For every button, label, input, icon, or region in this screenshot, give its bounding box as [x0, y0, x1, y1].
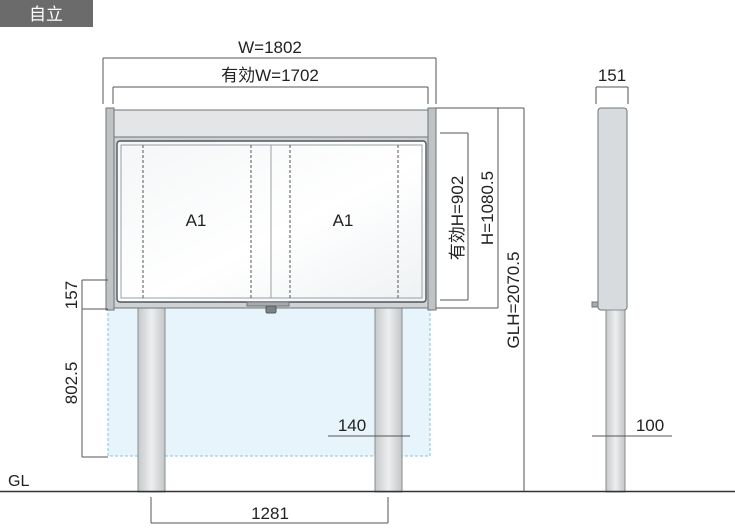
panel-right-label: A1 [333, 211, 354, 230]
badge-box [0, 0, 93, 27]
left-post [137, 305, 166, 493]
side-depth-label: 151 [598, 66, 626, 85]
lock-plate [246, 301, 290, 307]
display-cabinet: A1 A1 [105, 107, 437, 314]
post-width-front-label: 140 [338, 416, 366, 435]
ground-label: GL [8, 473, 29, 490]
side-latch [591, 301, 599, 308]
cabinet-left-end [105, 107, 115, 311]
effective-height-label: 有効H=902 [448, 176, 467, 261]
overall-width-label: W=1802 [238, 38, 302, 57]
side-post [605, 309, 626, 493]
panel-left-label: A1 [186, 211, 207, 230]
cabinet-right-end [427, 107, 437, 311]
post-spacing-label: 1281 [251, 504, 289, 523]
cabinet-header [113, 109, 429, 138]
side-view [591, 107, 628, 493]
overall-height-label: GLH=2070.5 [504, 252, 523, 349]
bottom-band-label: 157 [62, 281, 81, 309]
height-label: H=1080.5 [478, 171, 497, 245]
right-post [374, 305, 403, 493]
badge-label: 自立 [29, 5, 63, 24]
lock-icon [265, 305, 277, 314]
side-cabinet [597, 107, 628, 311]
effective-width-label: 有効W=1702 [221, 66, 319, 85]
post-clearance-label: 802.5 [62, 362, 81, 405]
post-width-side-label: 100 [636, 416, 664, 435]
